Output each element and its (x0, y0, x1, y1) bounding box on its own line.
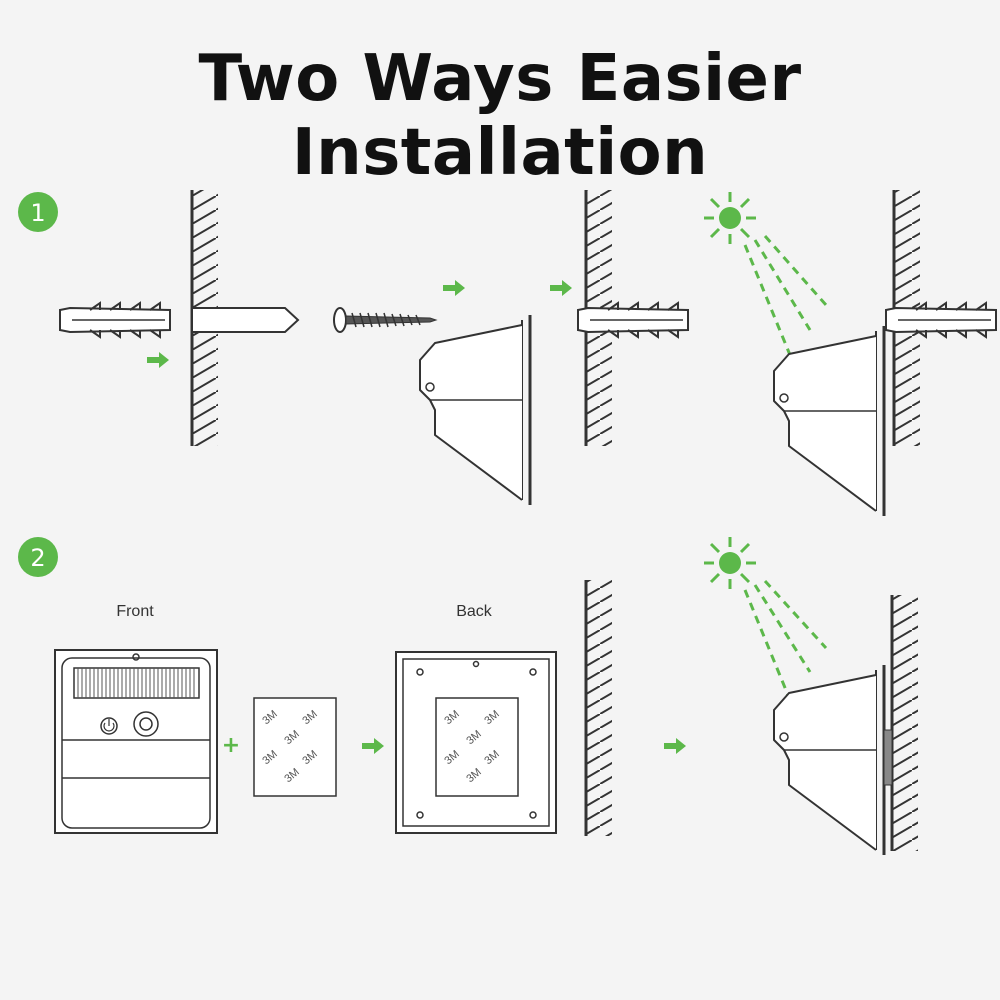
power-button-icon (100, 717, 118, 735)
solar-light-front-view (54, 649, 218, 834)
step-1: 1 (18, 190, 997, 518)
arrow-right-icon (147, 352, 169, 368)
wall-anchor-icon (885, 302, 997, 338)
solar-light-side-view (418, 313, 532, 507)
sun-rays (743, 579, 828, 701)
arrow-right-icon (443, 280, 465, 296)
wall-4 (584, 580, 612, 836)
back-label: Back (456, 603, 493, 620)
adhesive-tape-side (883, 729, 893, 786)
step-1-number: 1 (30, 199, 45, 227)
wall-anchor-icon (59, 302, 171, 338)
solar-light-mounted (772, 663, 886, 857)
solar-light-mounted (772, 324, 886, 518)
sun-icon (702, 190, 758, 246)
page-title: Two Ways Easier Installation (198, 42, 802, 190)
arrow-right-icon (550, 280, 572, 296)
front-label: Front (116, 603, 154, 620)
arrow-right-icon (362, 738, 384, 754)
sun-rays (743, 235, 828, 356)
wall-anchor-icon (577, 302, 689, 338)
sun-icon (702, 535, 758, 591)
wall-5 (890, 595, 918, 851)
step-2: 2 Front Back + (18, 535, 918, 857)
plus-sign: + (222, 733, 240, 758)
step-2-number: 2 (30, 544, 45, 572)
motion-sensor-icon (133, 711, 159, 737)
screw-icon (333, 307, 438, 333)
arrow-right-icon (664, 738, 686, 754)
step-1-badge: 1 (18, 192, 58, 232)
solar-panel (73, 667, 200, 699)
step-2-badge: 2 (18, 537, 58, 577)
drill-bit-icon (191, 307, 300, 333)
